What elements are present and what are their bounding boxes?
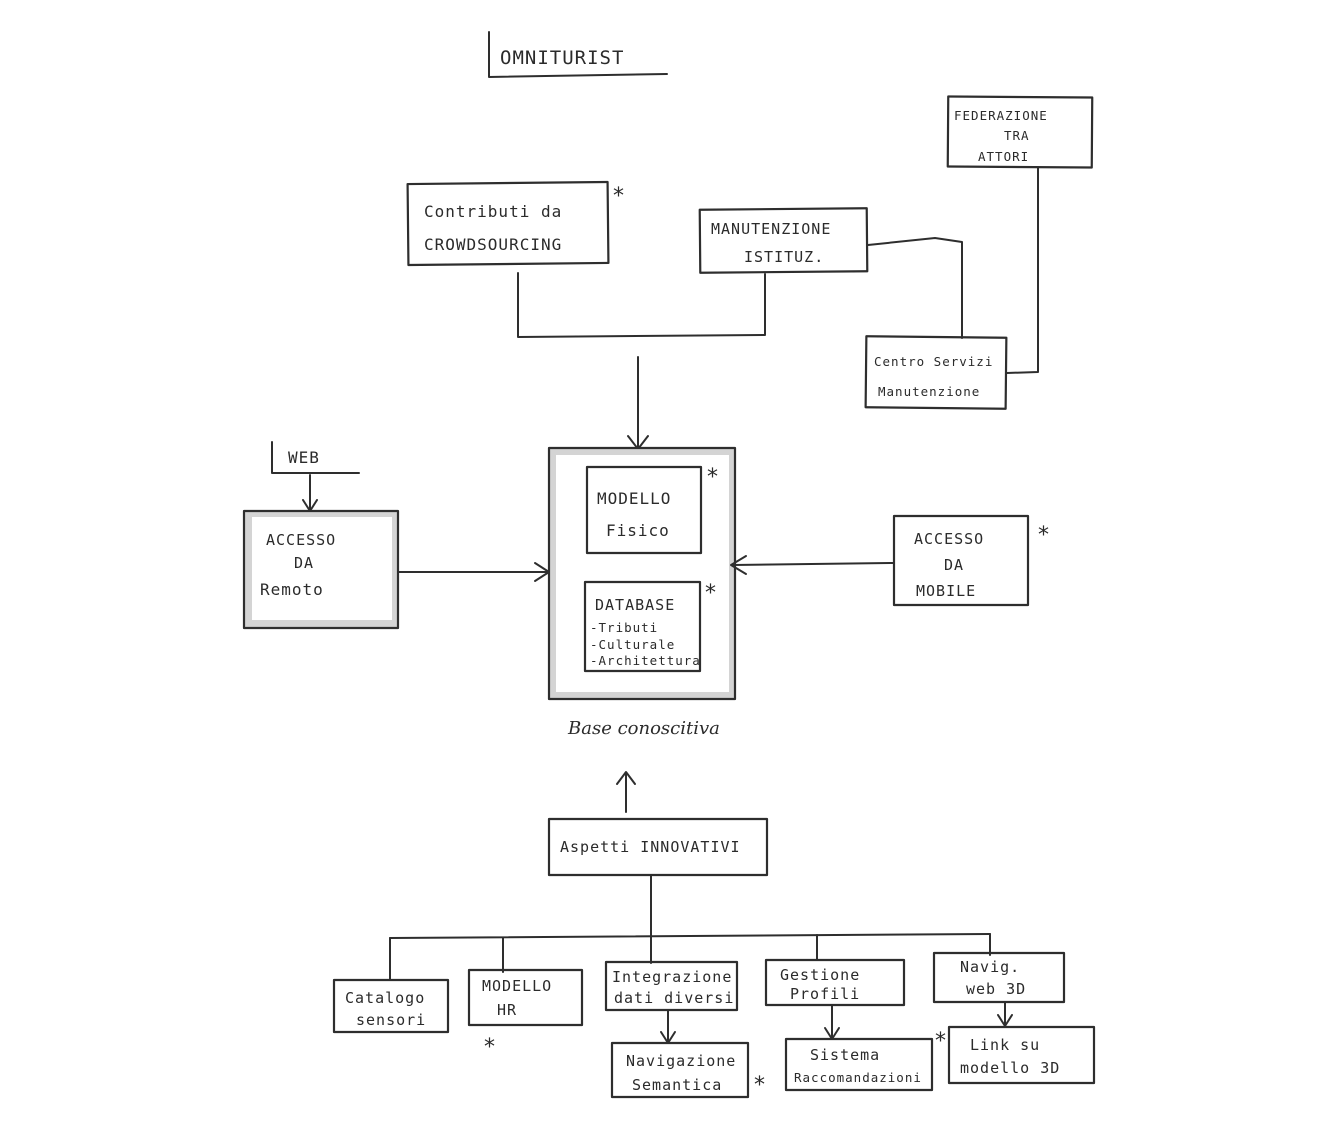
gestione-profili-line-1: Gestione: [780, 966, 860, 984]
node-centro-manutenzione: Centro Servizi Manutenzione: [864, 335, 1008, 410]
navigazione-semantica-line-2: Semantica: [632, 1076, 722, 1094]
link-modello-3d-line-2: modello 3D: [960, 1059, 1060, 1077]
node-accesso-remoto: ACCESSO DA Remoto: [242, 509, 550, 630]
navigazione-semantica-star: *: [754, 1073, 765, 1098]
navigazione-semantica-line-1: Navigazione: [626, 1052, 736, 1070]
federazione-line-3: ATTORI: [978, 149, 1029, 164]
accesso-remoto-line-1: ACCESSO: [266, 531, 336, 549]
modello-hr-line-2: HR: [497, 1001, 517, 1019]
top-connectors: [517, 167, 1039, 450]
crowdsourcing-line-2: CROWDSOURCING: [424, 235, 562, 254]
modello-fisico-line-2: Fisico: [606, 521, 670, 540]
modello-fisico-line-1: MODELLO: [597, 489, 671, 508]
node-modello-hr: MODELLO HR *: [467, 968, 584, 1060]
tree-connectors: [389, 933, 991, 981]
crowdsourcing-line-1: Contributi da: [424, 202, 562, 221]
link-modello-3d-line-1: Link su: [970, 1036, 1040, 1054]
integrazione-dati-line-1: Integrazione: [612, 968, 732, 986]
sistema-raccomandazioni-line-2: Raccomandazioni: [794, 1070, 922, 1085]
accesso-remoto-line-2: DA: [294, 554, 314, 572]
modello-hr-star: *: [484, 1035, 495, 1060]
node-database: DATABASE -Tributi -Culturale -Architettu…: [583, 580, 716, 673]
navigazione-3d-line-2: web 3D: [966, 980, 1026, 998]
navigazione-3d-line-1: Navig.: [960, 958, 1020, 976]
node-federazione: FEDERAZIONE TRA ATTORI: [946, 95, 1094, 169]
node-modello-fisico: MODELLO Fisico *: [585, 465, 718, 555]
accesso-remoto-line-3: Remoto: [260, 580, 324, 599]
modello-hr-line-1: MODELLO: [482, 977, 552, 995]
federazione-line-1: FEDERAZIONE: [954, 108, 1048, 123]
web-label: WEB: [288, 448, 320, 467]
diagram-title: OMNITURIST: [500, 47, 624, 69]
node-navigazione-semantica: Navigazione Semantica *: [610, 1041, 765, 1099]
modello-fisico-star: *: [707, 465, 718, 490]
database-star: *: [705, 581, 716, 606]
accesso-mobile-star: *: [1038, 523, 1049, 548]
catalogo-sensori-line-2: sensori: [356, 1011, 426, 1029]
node-web: WEB: [271, 441, 360, 512]
node-navigazione-3d: Navig. web 3D: [932, 951, 1066, 1027]
sistema-raccomandazioni-star: *: [935, 1029, 946, 1054]
catalogo-sensori-line-1: Catalogo: [345, 989, 425, 1007]
database-item-1: -Tributi: [590, 620, 658, 635]
aspetti-arrow: [616, 771, 636, 813]
node-base-conoscitiva: MODELLO Fisico * DATABASE -Tributi -Cult…: [547, 446, 737, 739]
accesso-mobile-line-3: MOBILE: [916, 582, 976, 600]
accesso-mobile-line-2: DA: [944, 556, 964, 574]
manutenzione-line-1: MANUTENZIONE: [711, 220, 831, 238]
node-crowdsourcing: Contributi da CROWDSOURCING *: [406, 180, 624, 267]
node-aspetti-innovativi: Aspetti INNOVATIVI: [547, 817, 769, 937]
database-item-3: -Architettura: [590, 653, 701, 668]
base-conoscitiva-caption: Base conoscitiva: [567, 718, 720, 739]
accesso-mobile-line-1: ACCESSO: [914, 530, 984, 548]
title-group: OMNITURIST: [488, 31, 668, 78]
federazione-line-2: TRA: [1004, 128, 1030, 143]
node-accesso-mobile: ACCESSO DA MOBILE *: [730, 514, 1049, 607]
database-item-2: -Culturale: [590, 637, 675, 652]
integrazione-dati-line-2: dati diversi: [614, 989, 734, 1007]
database-title: DATABASE: [595, 596, 675, 614]
node-link-modello-3d: Link su modello 3D: [947, 1025, 1096, 1085]
node-gestione-profili: Gestione Profili: [764, 958, 906, 1040]
sistema-raccomandazioni-line-1: Sistema: [810, 1046, 880, 1064]
node-manutenzione: MANUTENZIONE ISTITUZ.: [698, 207, 869, 274]
centro-manutenzione-line-1: Centro Servizi: [874, 354, 993, 369]
crowdsourcing-star: *: [613, 184, 624, 209]
node-integrazione-dati: Integrazione dati diversi: [604, 960, 739, 1044]
node-sistema-raccomandazioni: Sistema Raccomandazioni *: [784, 1029, 946, 1092]
aspetti-innovativi-label: Aspetti INNOVATIVI: [560, 838, 741, 856]
gestione-profili-line-2: Profili: [790, 985, 860, 1003]
manutenzione-line-2: ISTITUZ.: [744, 248, 824, 266]
node-catalogo-sensori: Catalogo sensori: [332, 978, 450, 1034]
centro-manutenzione-line-2: Manutenzione: [878, 384, 980, 399]
